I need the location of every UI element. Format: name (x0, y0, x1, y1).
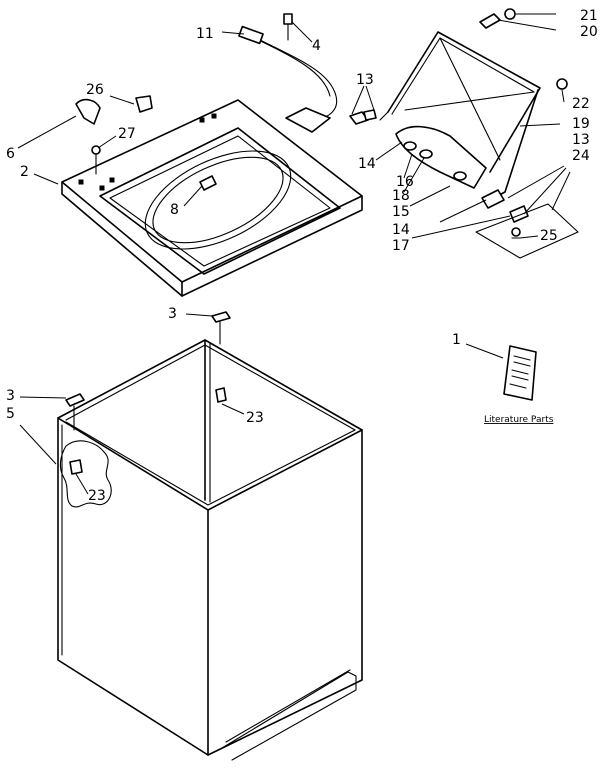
callout-23a: 23 (246, 410, 264, 426)
callout-1: 1 (452, 332, 461, 348)
cabinet (57, 339, 363, 761)
callout-3a: 3 (168, 306, 177, 322)
callout-13b: 13 (572, 132, 590, 148)
callout-16: 16 (396, 174, 414, 190)
hinge-plate (475, 203, 579, 259)
callout-15: 15 (392, 204, 410, 220)
callout-4: 4 (312, 38, 321, 54)
callout-8: 8 (170, 202, 179, 218)
bolt-part-8 (199, 175, 217, 191)
callout-17: 17 (392, 238, 410, 254)
callout-20: 20 (580, 24, 598, 40)
top-panel (61, 99, 363, 297)
leader-lines (17, 13, 571, 495)
callout-23b: 23 (88, 488, 106, 504)
callout-22: 22 (572, 96, 590, 112)
callout-19: 19 (572, 116, 590, 132)
corner-brackets (65, 311, 231, 475)
callout-25: 25 (540, 228, 558, 244)
callout-14b: 14 (392, 222, 410, 238)
callout-21: 21 (580, 8, 598, 24)
hinge-small-parts (349, 8, 568, 125)
callout-5: 5 (6, 406, 15, 422)
callout-11: 11 (196, 26, 214, 42)
callout-18: 18 (392, 188, 410, 204)
callout-labels: 1 2 3 3 4 5 6 8 11 13 13 14 14 15 16 17 … (6, 8, 598, 504)
callout-3b: 3 (6, 388, 15, 404)
literature-caption: Literature Parts (484, 415, 554, 425)
callout-2: 2 (20, 164, 29, 180)
hinge-hardware (75, 95, 153, 175)
callout-14a: 14 (358, 156, 376, 172)
callout-6: 6 (6, 146, 15, 162)
callout-24: 24 (572, 148, 590, 164)
callout-26: 26 (86, 82, 104, 98)
lid-switch-harness (238, 13, 338, 133)
literature-parts-booklet (503, 345, 537, 401)
lid (379, 31, 541, 223)
callout-27: 27 (118, 126, 136, 142)
callout-13a: 13 (356, 72, 374, 88)
